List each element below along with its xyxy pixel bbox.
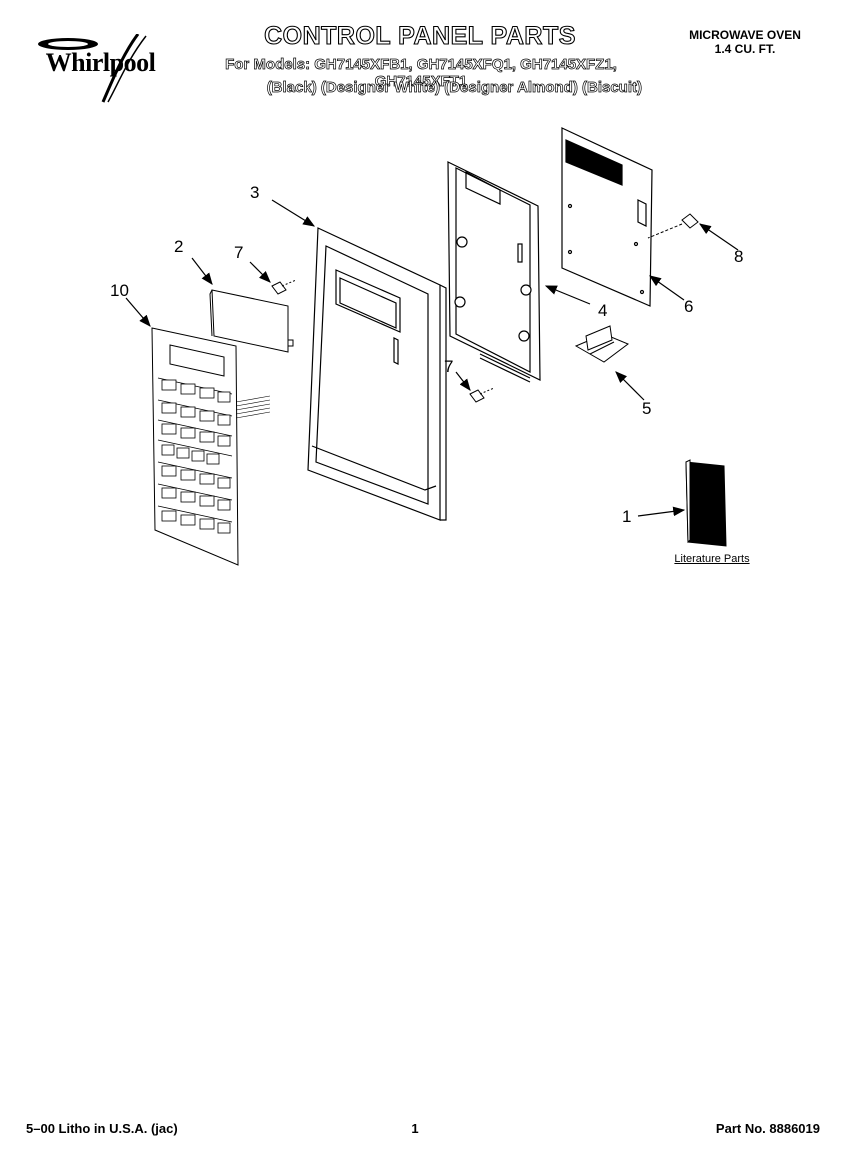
part-3-control-panel-frame — [307, 227, 447, 521]
callout-7-lower: 7 — [444, 357, 453, 376]
colors-line: (Black) (Designer White) (Designer Almon… — [266, 79, 642, 97]
part-7-screw-lower — [469, 387, 495, 403]
part-5-latch-clip — [574, 325, 629, 363]
callout-5: 5 — [642, 399, 651, 418]
product-capacity: 1.4 CU. FT. — [714, 42, 776, 56]
footer-litho: 5–00 Litho in U.S.A. (jac) — [26, 1121, 178, 1136]
callout-7-upper: 7 — [234, 243, 243, 262]
part-10-keypad-overlay — [151, 327, 271, 566]
footer-part-number: Part No. 8886019 — [715, 1121, 820, 1136]
footer-page-number: 1 — [411, 1121, 419, 1136]
callout-4: 4 — [598, 301, 607, 320]
callout-3: 3 — [250, 183, 259, 202]
callout-8: 8 — [734, 247, 743, 266]
part-1-literature-booklet — [685, 459, 727, 547]
models-line: For Models: GH7145XFB1, GH7145XFQ1, GH71… — [225, 56, 618, 91]
callout-1: 1 — [622, 507, 631, 526]
part-4-mounting-bracket — [447, 161, 541, 383]
brand-name: Whirlpool — [45, 48, 156, 77]
callout-10: 10 — [110, 281, 129, 300]
literature-parts-label: Literature Parts — [674, 553, 750, 565]
part-2-window-lens — [209, 289, 294, 353]
whirlpool-swirl-icon — [38, 33, 147, 103]
callout-6: 6 — [684, 297, 693, 316]
product-type: MICROWAVE OVEN — [689, 28, 801, 42]
callout-2: 2 — [174, 237, 183, 256]
callout-arrows — [125, 199, 739, 517]
part-7-screw-upper — [271, 279, 297, 295]
page-title: CONTROL PANEL PARTS — [264, 21, 576, 50]
whirlpool-logo: Whirlpool — [28, 33, 173, 104]
part-6-control-board — [561, 127, 653, 307]
product-info: MICROWAVE OVEN 1.4 CU. FT. — [660, 28, 830, 56]
part-8-board-screw — [647, 213, 699, 239]
exploded-parts-diagram: 3 2 7 10 4 6 8 5 7 1 — [110, 127, 743, 566]
